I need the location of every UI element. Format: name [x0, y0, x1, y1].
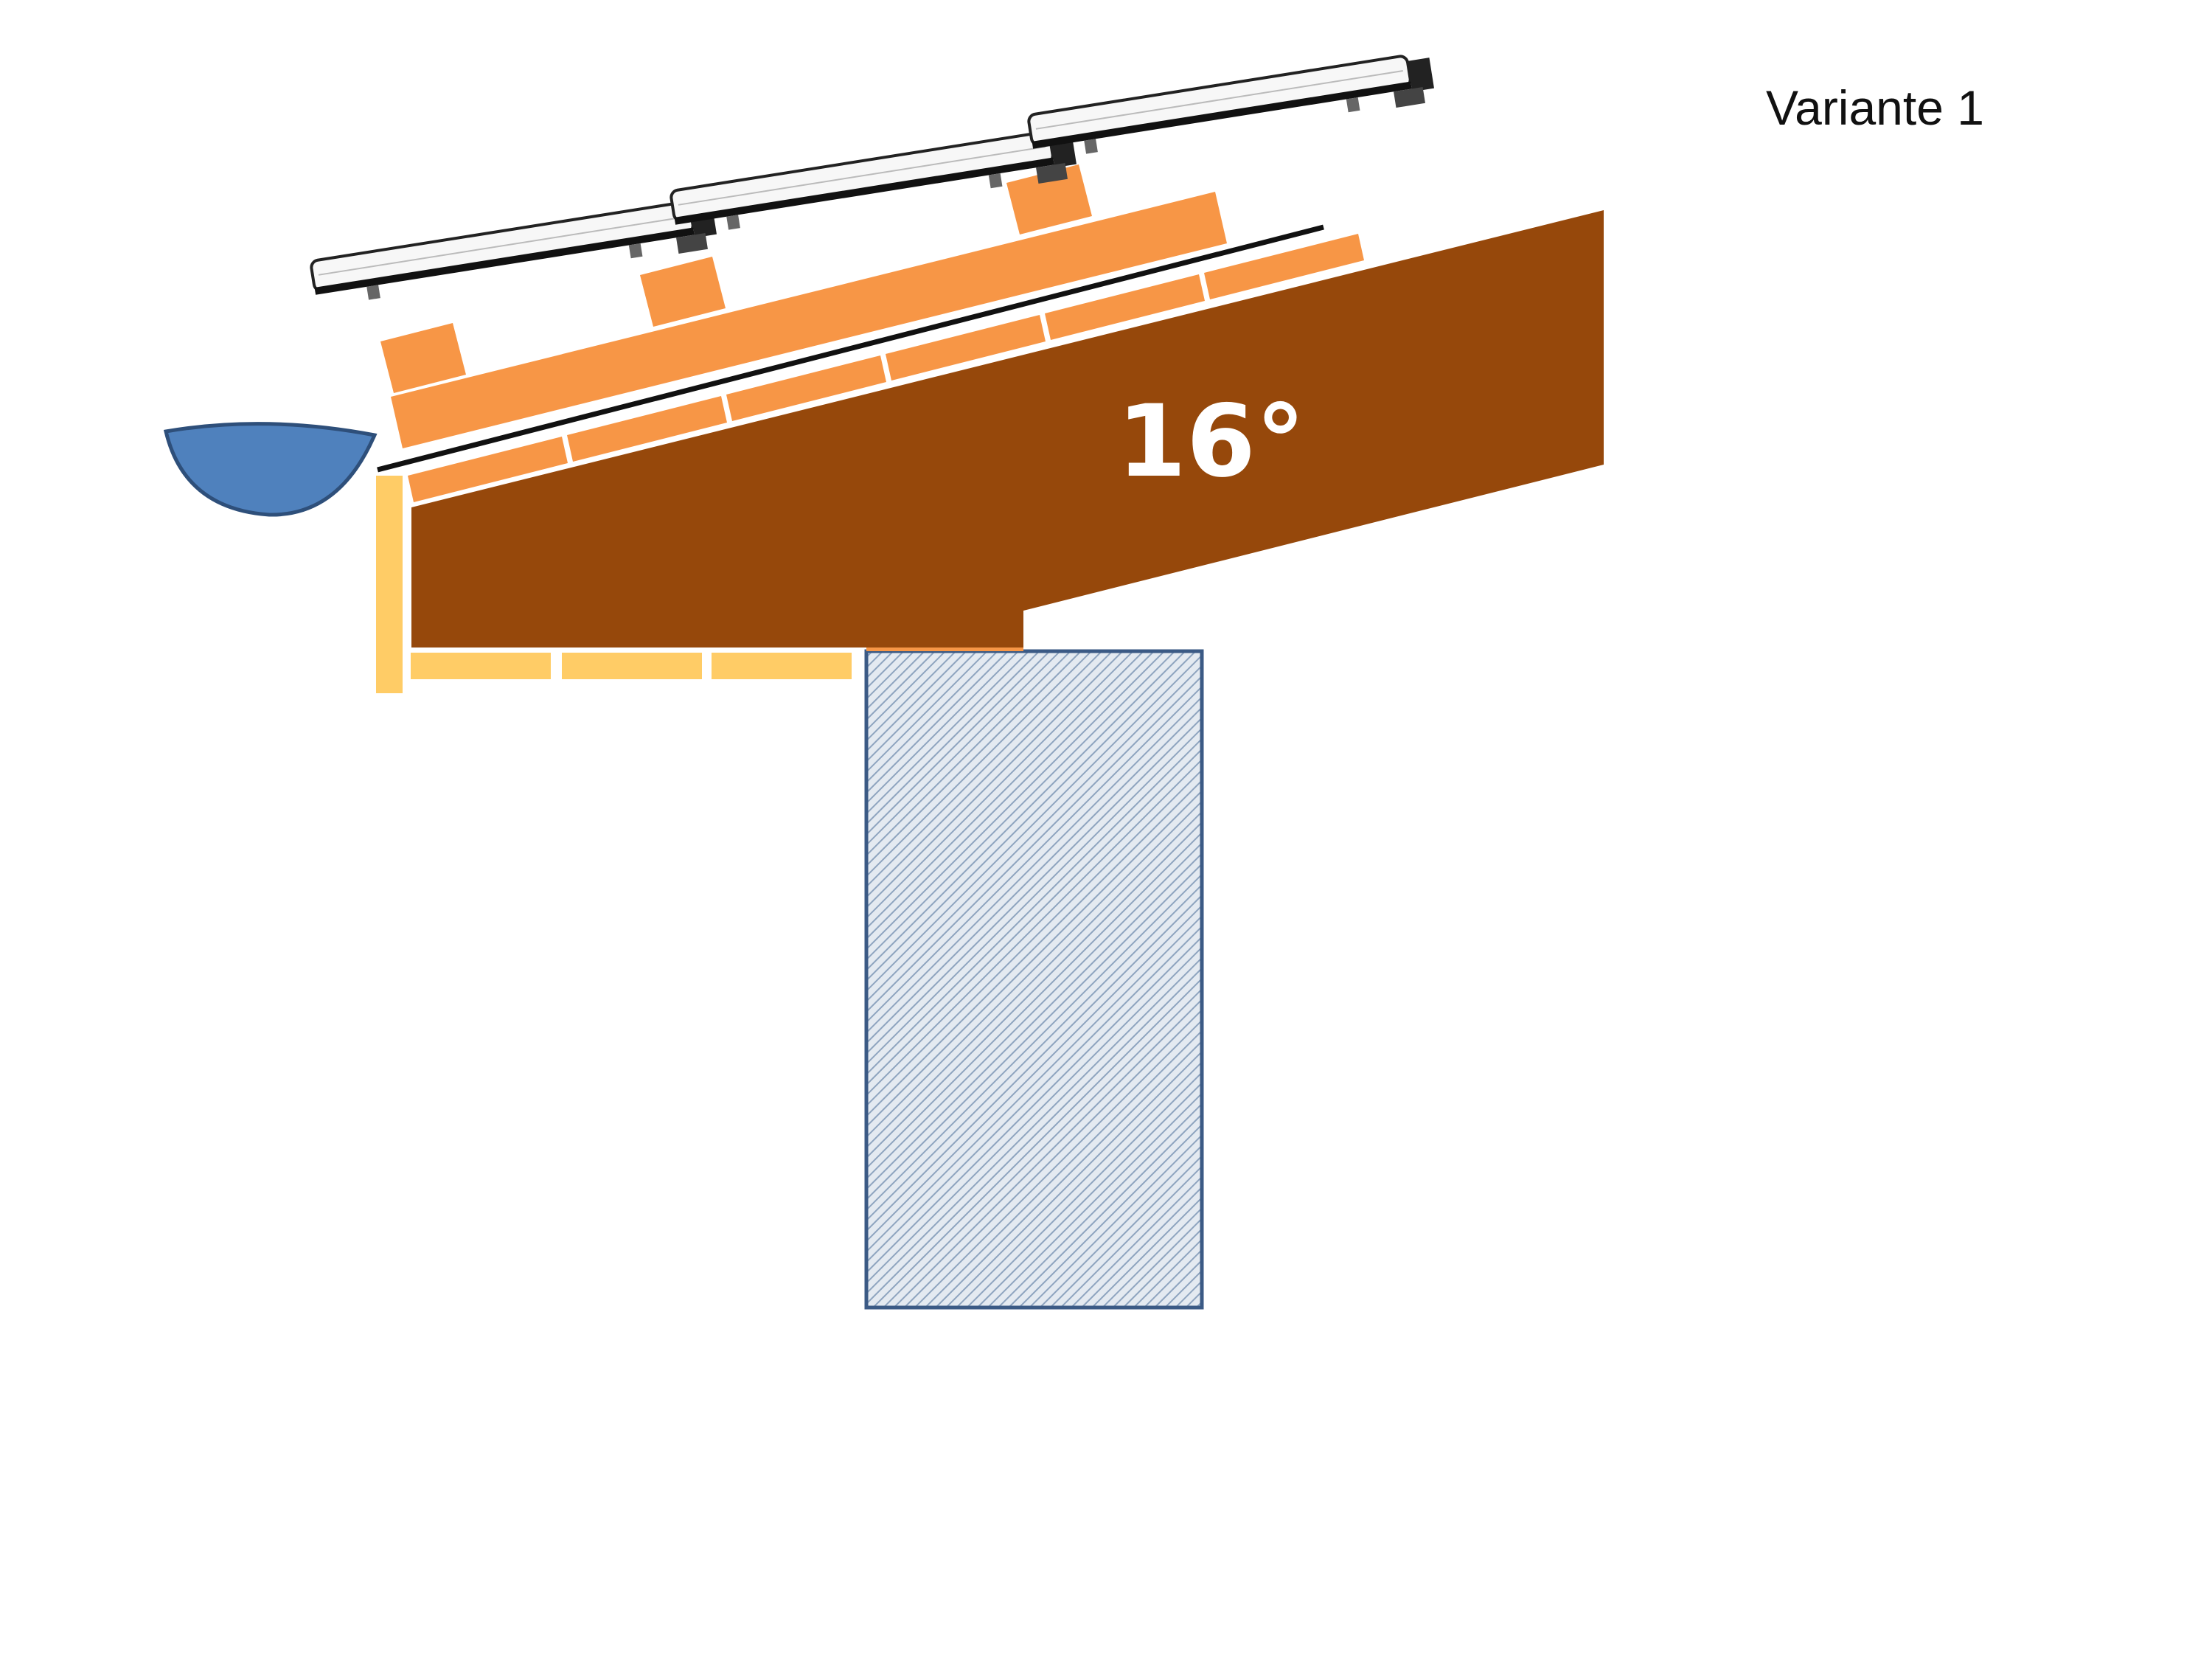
rafter — [411, 210, 1604, 648]
soffit-board — [562, 653, 702, 679]
fascia-board — [376, 476, 403, 693]
gutter — [163, 422, 378, 517]
soffit-boards — [411, 653, 852, 679]
sheathing-boards — [408, 234, 1364, 502]
wall — [864, 649, 1204, 1310]
solar-panel — [310, 201, 717, 300]
sheathing-board — [726, 355, 886, 421]
sheathing-board — [567, 396, 727, 462]
soffit-board — [411, 653, 551, 679]
variant-label: Variante 1 — [1766, 80, 1984, 135]
battens — [380, 164, 1092, 393]
sheathing-board — [1204, 234, 1364, 299]
sheathing-board — [886, 315, 1046, 381]
solar-panel — [669, 131, 1077, 230]
soffit-board — [712, 653, 852, 679]
sheathing-board — [408, 437, 568, 502]
solar-panel — [1027, 55, 1434, 154]
counter-batten — [391, 192, 1227, 448]
sheathing-board — [1045, 274, 1205, 340]
batten — [640, 257, 726, 327]
roof-angle-label: 16° — [1117, 383, 1306, 499]
membrane-line — [377, 224, 1324, 473]
batten — [380, 323, 466, 393]
batten — [1006, 164, 1092, 235]
